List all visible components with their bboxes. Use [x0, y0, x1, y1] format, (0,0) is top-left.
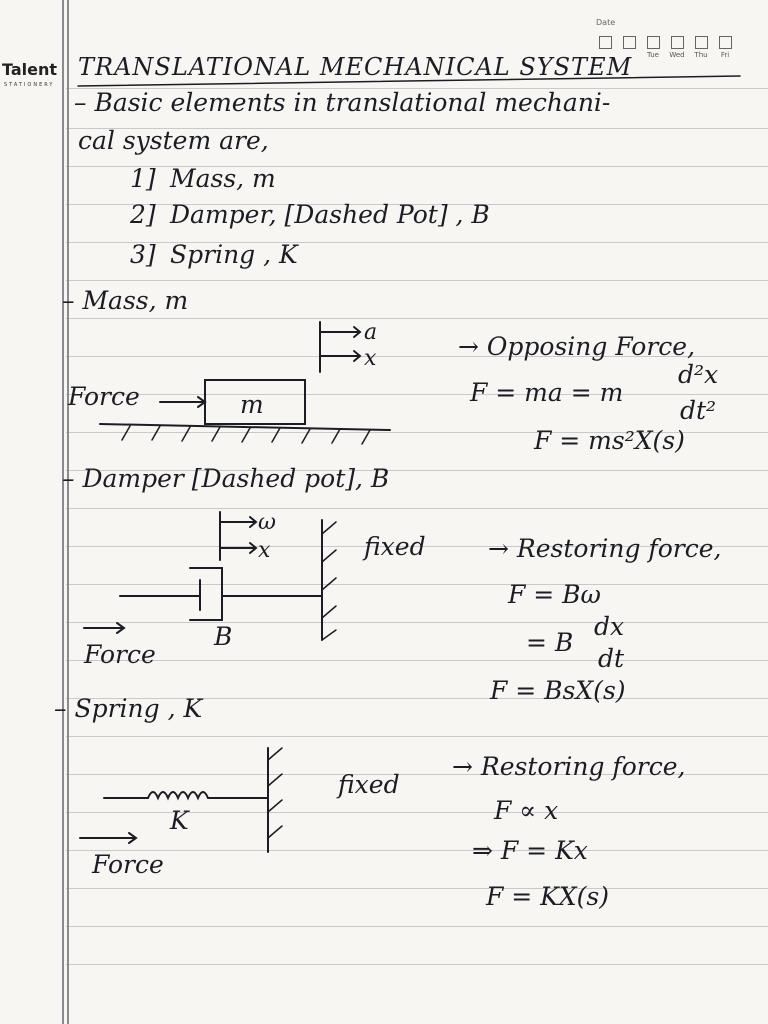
- day-box: [620, 36, 638, 59]
- damper-b-label: B: [214, 622, 233, 651]
- margin-line: [67, 0, 69, 1024]
- rule-line: [66, 774, 768, 775]
- spring-coil: [147, 791, 209, 801]
- margin-line: [62, 0, 64, 1024]
- mass-eq1-num: d²x: [678, 360, 719, 389]
- damper-heading: – Damper [Dashed pot], B: [62, 464, 390, 493]
- displacement-arrow: [319, 350, 362, 362]
- damper-displacement-label: x: [258, 538, 271, 563]
- damper-cylinder: [189, 567, 223, 621]
- rule-line: [66, 128, 768, 129]
- intro-line-2: cal system are,: [78, 126, 269, 155]
- rule-line: [66, 850, 768, 851]
- spring-eq3: F = KX(s): [486, 882, 609, 911]
- mass-block: [204, 379, 306, 425]
- rule-line: [66, 508, 768, 509]
- rule-line: [66, 356, 768, 357]
- brand-sub: STATIONERY: [4, 82, 55, 88]
- damper-eq2-num: dx: [594, 612, 625, 641]
- mass-ground-hatch: [121, 425, 371, 445]
- brand-logo: Talent: [2, 60, 58, 79]
- mass-block-label: m: [240, 390, 264, 419]
- mass-eq1-lhs: F = ma = m: [470, 378, 624, 407]
- damper-eq2-lhs: = B: [526, 628, 574, 657]
- spring-wall-hatch: [267, 747, 283, 839]
- element-num: 3]: [130, 240, 156, 269]
- element-label: Spring , K: [170, 240, 298, 269]
- rule-line: [66, 242, 768, 243]
- rule-line: [66, 88, 768, 89]
- rule-line: [66, 926, 768, 927]
- damper-fixed-label: fixed: [364, 532, 426, 561]
- rule-line: [66, 888, 768, 889]
- damper-force-arrow: [83, 622, 126, 634]
- spring-fixed-label: fixed: [338, 770, 400, 799]
- rule-line: [66, 394, 768, 395]
- damper-eq-title: → Restoring force,: [488, 534, 722, 563]
- damper-eq2-den: dt: [598, 644, 625, 673]
- mass-force-label: Force: [68, 382, 140, 411]
- element-label: Damper, [Dashed Pot] , B: [170, 200, 490, 229]
- spring-eq-title: → Restoring force,: [452, 752, 686, 781]
- spring-eq2: ⇒ F = Kx: [472, 836, 588, 865]
- damper-wall-hatch: [321, 521, 337, 641]
- rule-line: [66, 470, 768, 471]
- accel-label: a: [364, 320, 378, 345]
- damper-eq3: F = BsX(s): [490, 676, 626, 705]
- date-label: Date: [596, 18, 616, 27]
- velocity-arrow: [219, 516, 258, 528]
- spring-force-label: Force: [92, 850, 164, 879]
- displacement-label: x: [364, 346, 377, 371]
- rule-line: [66, 280, 768, 281]
- page-title: TRANSLATIONAL MECHANICAL SYSTEM: [78, 53, 633, 81]
- damper-eq1: F = Bω: [508, 580, 601, 609]
- rule-line: [66, 318, 768, 319]
- rule-line: [66, 698, 768, 699]
- rule-line: [66, 660, 768, 661]
- spring-eq1: F ∝ x: [494, 796, 559, 825]
- rule-line: [66, 166, 768, 167]
- mass-ground: [99, 423, 391, 431]
- element-label: Mass, m: [170, 164, 276, 193]
- spring-heading: – Spring , K: [54, 694, 203, 723]
- day-boxes: Tue Wed Thu Fri: [596, 36, 734, 59]
- intro-line-1: – Basic elements in translational mechan…: [74, 88, 611, 117]
- day-box: Wed: [668, 36, 686, 59]
- day-box: [596, 36, 614, 59]
- rule-line: [66, 546, 768, 547]
- day-box: Fri: [716, 36, 734, 59]
- rule-line: [66, 204, 768, 205]
- damper-displacement-arrow: [219, 542, 258, 554]
- accel-arrow: [319, 326, 362, 338]
- title-underline: [77, 75, 741, 87]
- mass-force-arrow: [159, 396, 207, 408]
- day-box: Thu: [692, 36, 710, 59]
- rule-line: [66, 432, 768, 433]
- element-num: 1]: [130, 164, 156, 193]
- mass-eq-title: → Opposing Force,: [458, 332, 696, 361]
- mass-eq1-den: dt²: [680, 396, 717, 425]
- spring-k-label: K: [170, 806, 189, 835]
- day-box: Tue: [644, 36, 662, 59]
- spring-force-arrow: [79, 832, 138, 844]
- mass-eq2: F = ms²X(s): [534, 426, 685, 455]
- rule-line: [66, 964, 768, 965]
- velocity-label: ω: [258, 510, 276, 535]
- rule-line: [66, 622, 768, 623]
- damper-force-label: Force: [84, 640, 156, 669]
- rule-line: [66, 736, 768, 737]
- mass-heading: – Mass, m: [62, 286, 189, 315]
- rule-line: [66, 812, 768, 813]
- rule-line: [66, 584, 768, 585]
- element-num: 2]: [130, 200, 156, 229]
